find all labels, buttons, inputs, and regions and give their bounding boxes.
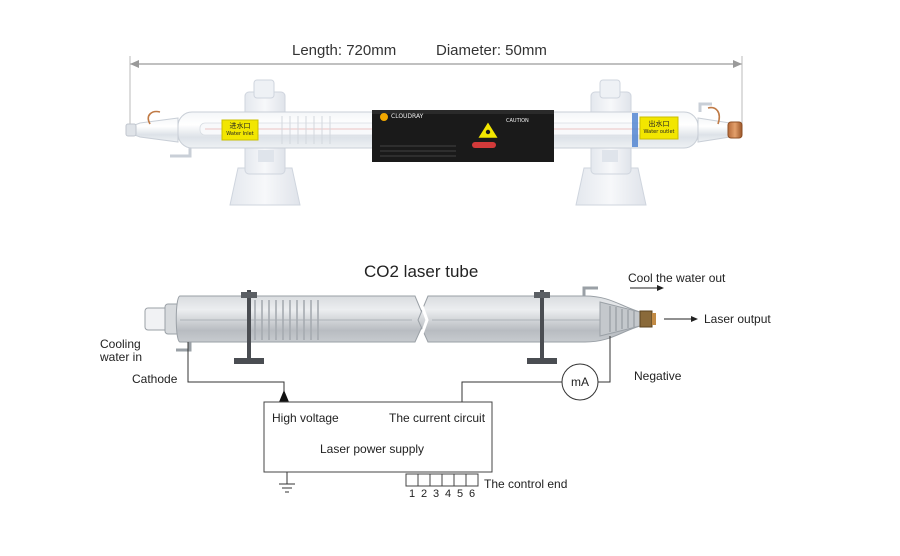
cooling-water-in-line2: water in xyxy=(100,350,143,364)
cathode-label: Cathode xyxy=(132,372,178,386)
terminal-number: 2 xyxy=(420,488,428,500)
water-outlet-tag xyxy=(639,116,679,140)
cooling-water-in-label: Cooling water in xyxy=(100,338,142,364)
tube-label-caution: CAUTION xyxy=(506,118,529,124)
laser-tube-photo xyxy=(125,79,743,206)
laser-output-arrow xyxy=(664,316,698,322)
water-outlet-tag-en: Water outlet xyxy=(643,129,675,135)
water-inlet-tag-text: 进水口 Water Inlet xyxy=(222,122,258,138)
length-dimension-line xyxy=(129,56,743,128)
tube-center-label xyxy=(372,110,554,162)
schematic-tube xyxy=(144,286,656,364)
ammeter xyxy=(561,363,599,401)
power-supply-label: Laser power supply xyxy=(320,442,425,456)
water-outlet-tag-cn: 出水口 xyxy=(648,120,670,128)
control-terminal-block xyxy=(405,473,479,487)
water-inlet-tag-cn: 进水口 xyxy=(229,122,251,130)
laser-output-label: Laser output xyxy=(704,312,771,326)
tube-label-brand: CLOUDRAY xyxy=(391,113,424,120)
length-label: Length: 720mm xyxy=(292,42,397,59)
water-inlet-tag-en: Water Inlet xyxy=(226,131,254,137)
power-supply-box xyxy=(263,401,493,473)
terminal-number: 6 xyxy=(468,488,476,500)
wiring xyxy=(187,336,611,493)
terminal-number: 4 xyxy=(444,488,452,500)
current-circuit-label: The current circuit xyxy=(389,411,486,425)
terminal-number: 3 xyxy=(432,488,440,500)
negative-label: Negative xyxy=(634,369,682,383)
water-outlet-tag-text: 出水口 Water outlet xyxy=(640,120,678,136)
high-voltage-label: High voltage xyxy=(272,411,339,425)
terminal-number: 1 xyxy=(408,488,416,500)
diameter-label: Diameter: 50mm xyxy=(436,42,547,59)
water-inlet-tag xyxy=(221,119,259,141)
control-end-label: The control end xyxy=(484,477,568,491)
terminal-number: 5 xyxy=(456,488,464,500)
cool-water-out-label: Cool the water out xyxy=(628,271,726,285)
water-out-arrow xyxy=(630,285,664,291)
diagram-title: CO2 laser tube xyxy=(364,262,479,281)
cooling-water-in-line1: Cooling xyxy=(100,337,141,351)
ammeter-label: mA xyxy=(571,375,589,389)
high-voltage-terminal xyxy=(279,390,289,402)
